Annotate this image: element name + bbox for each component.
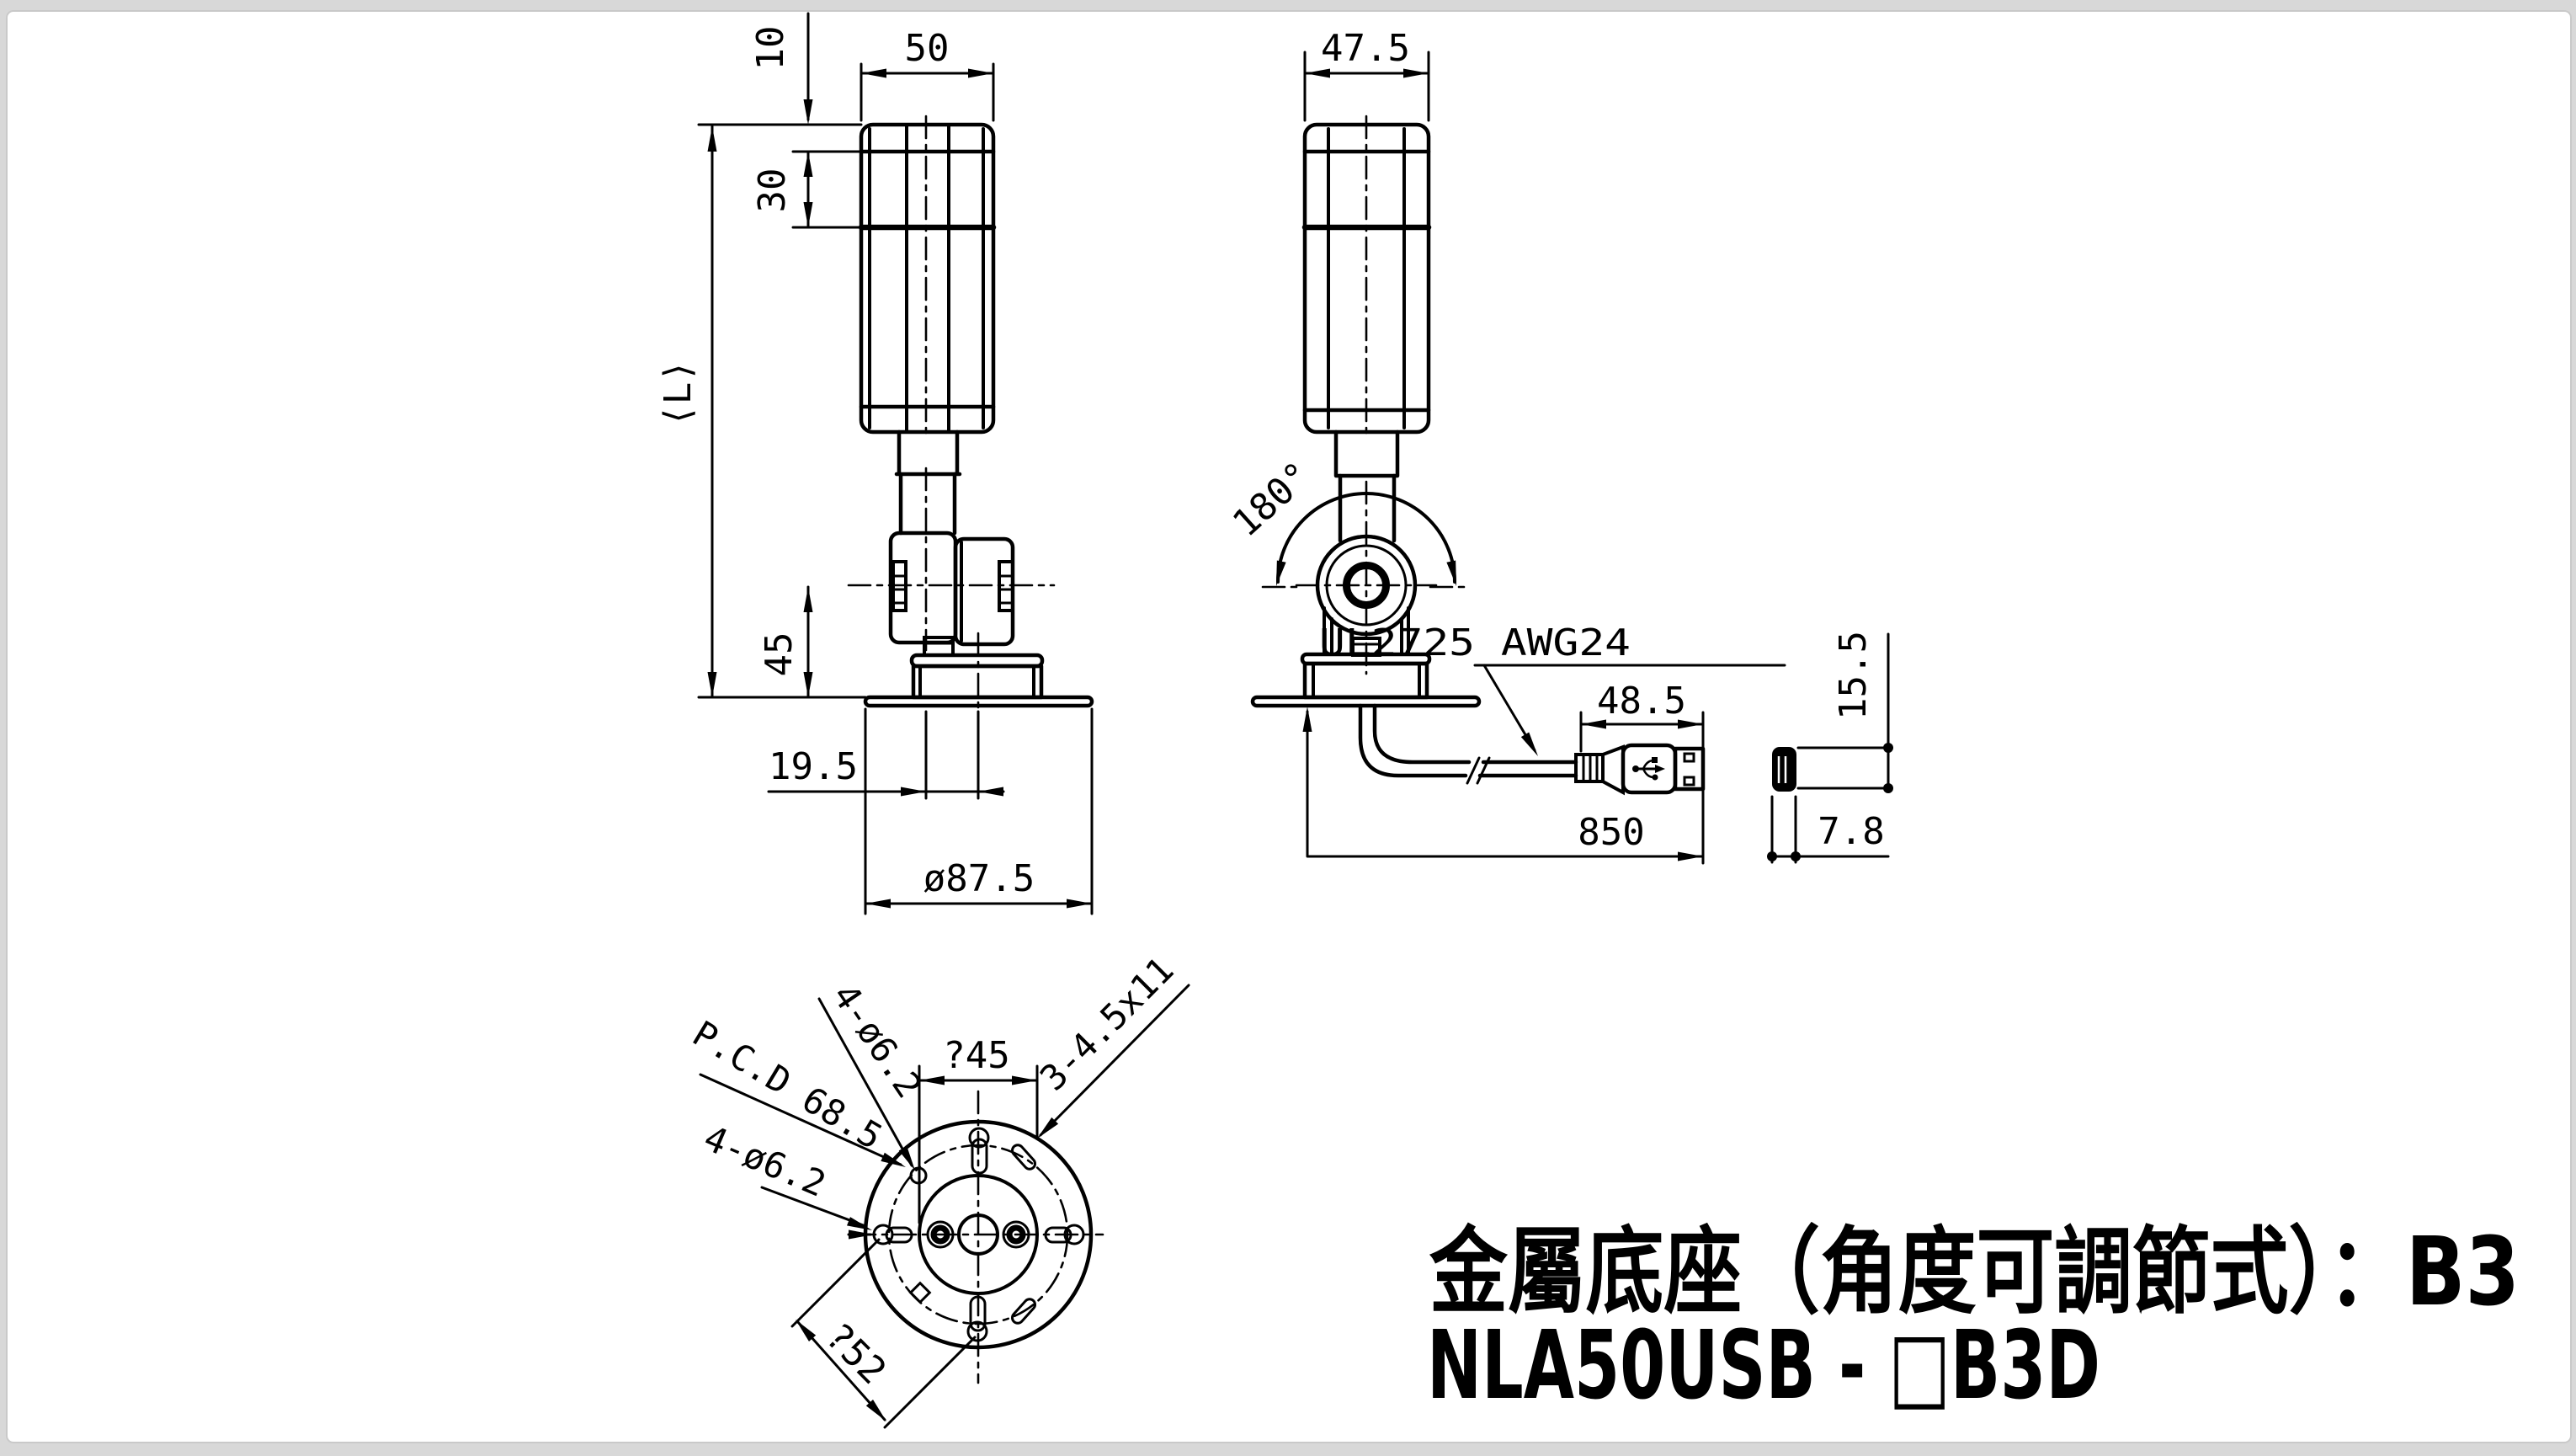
dim-50-label: 50 <box>905 27 950 70</box>
dim-30-label: 30 <box>751 168 794 213</box>
side-hinge-head <box>1295 480 1438 675</box>
usb-connector-end-view <box>1772 747 1796 792</box>
front-hinge-bracket <box>847 531 1056 657</box>
dim-15-5-label: 15.5 <box>1832 631 1875 720</box>
paper-background <box>6 10 2572 1443</box>
dim-19-5-label: 19.5 <box>769 745 858 788</box>
base-mounting-holes <box>872 1127 1085 1342</box>
usb-trident-icon <box>1632 757 1665 781</box>
side-base-pedestal <box>1250 652 1482 708</box>
cable-spec-label: UL2725 AWG24 <box>1319 621 1631 664</box>
dim-47-5-label: 47.5 <box>1321 27 1410 70</box>
side-tower-body <box>1301 115 1432 441</box>
side-dimensions: 47.5 UL2725 AWG24 48.5 850 15.5 7.8 <box>1302 27 1893 865</box>
front-dimensions: 10 50 30 ⟨L⟩ 45 19.5 <box>657 12 1094 915</box>
dim-45-bottom-label: ?45 <box>943 1034 1009 1077</box>
dim-45-label: 45 <box>758 632 801 677</box>
side-view: 180° <box>1225 27 1893 865</box>
dim-850-label: 850 <box>1578 811 1644 854</box>
dim-base-dia-label: ø87.5 <box>923 857 1035 900</box>
usb-cable <box>1358 703 1578 785</box>
caption: 金屬底座（角度可調節式）：B3 NLA50USB - □B3D <box>1427 1218 2520 1421</box>
front-tower-body <box>858 115 997 441</box>
front-view: 10 50 30 ⟨L⟩ 45 19.5 <box>657 12 1094 915</box>
dim-10-label: 10 <box>749 26 792 71</box>
front-base-pedestal <box>863 632 1094 724</box>
dim-48-5-label: 48.5 <box>1597 680 1686 723</box>
dim-7-8-label: 7.8 <box>1818 810 1884 853</box>
usb-connector-side <box>1574 743 1706 796</box>
dim-L-label: ⟨L⟩ <box>657 360 700 426</box>
usb-boot <box>1601 744 1625 796</box>
base-cable-washers <box>926 1220 1030 1249</box>
caption-line2: NLA50USB - □B3D <box>1427 1311 2100 1421</box>
side-base-plate <box>1250 695 1482 708</box>
caption-line1: 金屬底座（角度可調節式）：B3 <box>1429 1218 2520 1327</box>
front-neck-and-pole <box>894 429 962 652</box>
side-neck-and-pole <box>1333 429 1400 543</box>
